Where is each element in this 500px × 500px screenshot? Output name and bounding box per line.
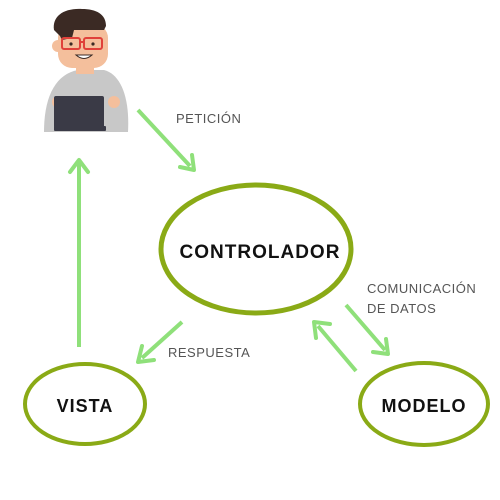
comunicacion-label-line1: COMUNICACIÓN bbox=[367, 281, 476, 296]
modelo-label: MODELO bbox=[382, 396, 467, 416]
controlador-label: CONTROLADOR bbox=[180, 242, 341, 263]
glasses-icon bbox=[61, 37, 103, 50]
modelo-node bbox=[358, 361, 490, 447]
controlador-node bbox=[158, 182, 354, 316]
laptop-screen bbox=[54, 96, 104, 128]
arrow-to-user bbox=[68, 158, 90, 347]
peticion-label: PETICIÓN bbox=[176, 111, 241, 126]
vista-label: VISTA bbox=[57, 396, 114, 416]
arrow-respuesta bbox=[136, 320, 184, 364]
respuesta-label: RESPUESTA bbox=[168, 345, 250, 360]
laptop-base bbox=[54, 126, 106, 131]
arrow-to-controlador bbox=[312, 320, 358, 373]
comunicacion-label-line2: DE DATOS bbox=[367, 301, 436, 316]
vista-node bbox=[23, 362, 147, 446]
user-with-laptop-icon bbox=[44, 8, 129, 132]
user-hair bbox=[53, 8, 106, 40]
arrow-peticion bbox=[136, 108, 196, 172]
user-hand-right bbox=[108, 96, 120, 108]
arrow-to-modelo bbox=[344, 303, 390, 356]
